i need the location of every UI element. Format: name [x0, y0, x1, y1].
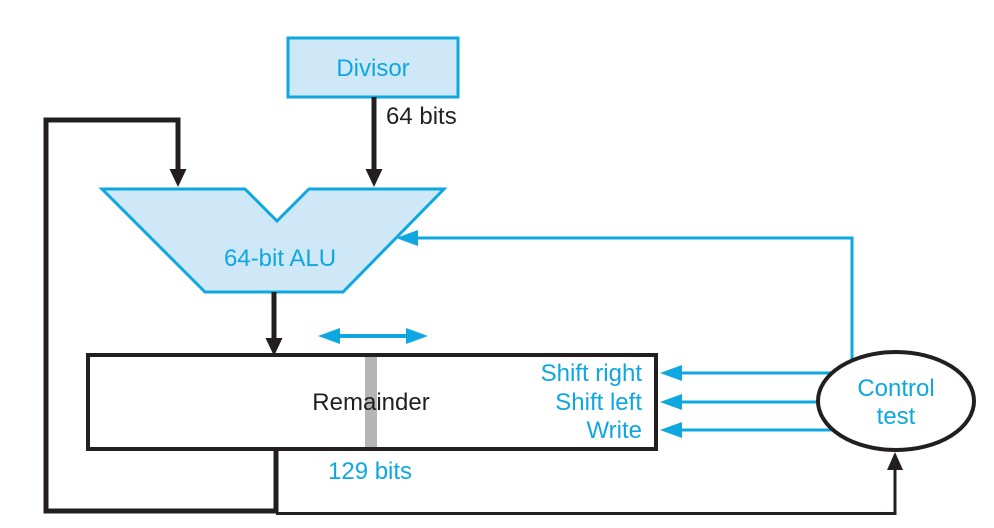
alu-label: 64-bit ALU: [224, 245, 336, 272]
feedback-arrowhead-into-alu: [169, 169, 187, 187]
feedback-loop-line: [43, 117, 279, 514]
alu-output-arrowhead: [265, 338, 283, 356]
shift-direction-double-arrow-icon: [318, 328, 428, 344]
remainder-to-control-line: [276, 468, 897, 515]
register-divider-stripe: [365, 357, 377, 447]
control-test-label-line1: Control: [857, 375, 934, 402]
shift-left-signal-arrow: [660, 394, 820, 410]
divisor-bus-arrowhead: [365, 169, 383, 187]
write-signal-arrow: [660, 422, 833, 438]
register-width-label: 129 bits: [328, 458, 412, 485]
shift-right-signal-arrow: [660, 365, 833, 381]
write-label: Write: [586, 417, 642, 444]
alu-shape: [98, 187, 448, 294]
control-test-label-line2: test: [877, 403, 916, 430]
control-test-ellipse: [816, 350, 976, 452]
divisor-label: Divisor: [336, 55, 409, 82]
control-to-alu-line: [396, 230, 854, 359]
arrowhead-into-control-test: [887, 452, 903, 470]
remainder-label: Remainder: [312, 389, 429, 416]
shift-right-label: Shift right: [541, 360, 643, 387]
divisor-bus-width-label: 64 bits: [386, 103, 457, 130]
shift-left-label: Shift left: [555, 389, 642, 416]
